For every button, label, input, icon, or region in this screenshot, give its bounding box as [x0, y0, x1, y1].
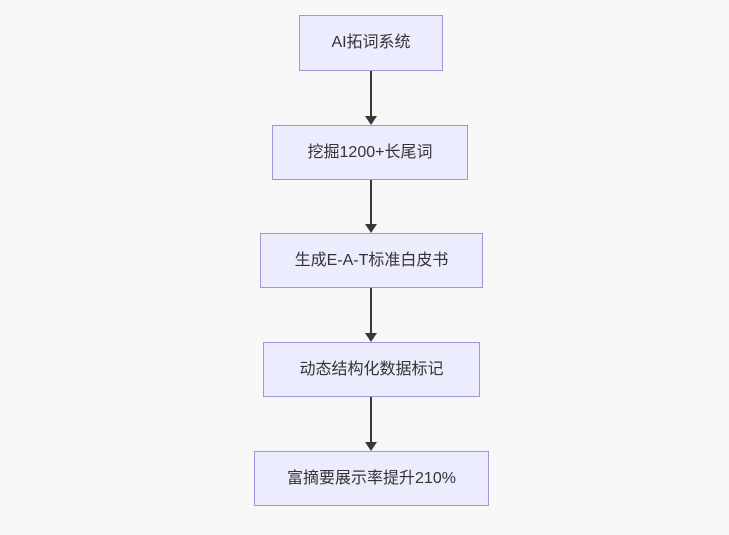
flow-node-longtail-mining: 挖掘1200+长尾词	[272, 125, 468, 180]
arrow-line	[370, 71, 372, 116]
arrow-line	[370, 180, 372, 224]
flow-node-rich-snippet-result: 富摘要展示率提升210%	[254, 451, 489, 506]
arrow-line	[370, 397, 372, 442]
flow-node-label: 动态结构化数据标记	[299, 360, 444, 378]
flow-node-ai-word-system: AI拓词系统	[299, 15, 443, 71]
flow-edge-1	[365, 71, 377, 125]
arrowhead-down-icon	[365, 333, 377, 342]
arrowhead-down-icon	[365, 116, 377, 125]
flow-node-label: 生成E-A-T标准白皮书	[294, 251, 449, 269]
flow-node-eat-whitepaper: 生成E-A-T标准白皮书	[260, 233, 483, 288]
arrowhead-down-icon	[365, 224, 377, 233]
flow-node-structured-data: 动态结构化数据标记	[263, 342, 480, 397]
flow-node-label: 挖掘1200+长尾词	[307, 143, 433, 161]
arrowhead-down-icon	[365, 442, 377, 451]
arrow-line	[370, 288, 372, 333]
flow-node-label: 富摘要展示率提升210%	[287, 469, 456, 487]
flow-node-label: AI拓词系统	[331, 34, 411, 52]
flow-edge-3	[365, 288, 377, 342]
flow-edge-4	[365, 397, 377, 451]
flow-edge-2	[365, 180, 377, 233]
